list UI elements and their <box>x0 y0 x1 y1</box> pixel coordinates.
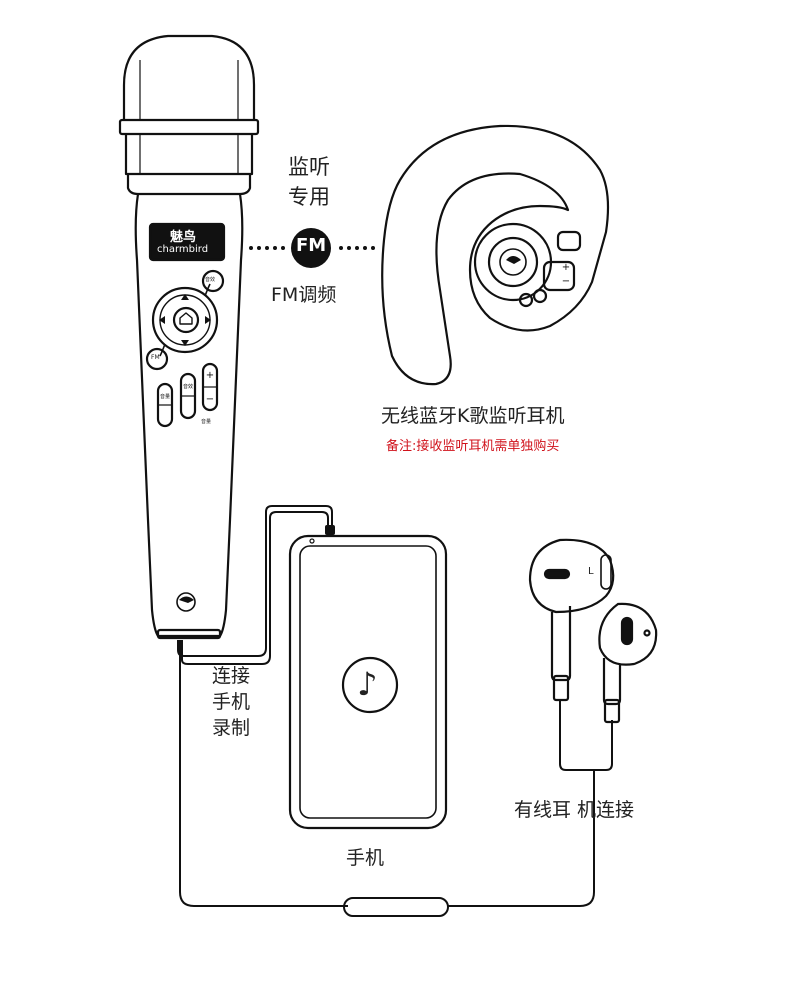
fm-badge <box>291 228 331 268</box>
mic-effect-button <box>201 269 225 293</box>
bt-earphone-title: 无线蓝牙K歌监听耳机 <box>381 405 565 427</box>
mic-effect-glyph: 音效 <box>205 277 216 283</box>
phone-connect-line2: 手机 <box>212 691 251 713</box>
wired-earphones <box>528 538 658 724</box>
phone-connect-line3: 录制 <box>212 717 251 739</box>
svg-text:−: − <box>562 276 570 287</box>
fm-badge-text: FM <box>296 235 327 256</box>
bt-earphone-note: 备注:接收监听耳机需单独购买 <box>386 439 560 454</box>
bt-call-button <box>518 292 534 308</box>
monitor-label-line1: 监听 <box>288 155 330 179</box>
cable-splitter <box>343 897 449 917</box>
music-note-icon: ♪ <box>357 665 378 703</box>
mic-fm-glyph: FM <box>151 354 160 361</box>
svg-text:−: − <box>206 394 214 405</box>
wired-left-marker: L <box>588 566 594 577</box>
wired-right-speaker <box>620 616 634 646</box>
mic-grille <box>122 34 256 120</box>
svg-text:+: + <box>206 370 214 381</box>
mic-display <box>148 222 226 262</box>
music-app-icon <box>341 656 399 714</box>
phone-device <box>288 534 448 830</box>
fm-tuning-label: FM调频 <box>271 284 337 306</box>
mic-key-mid-glyph: 音效 <box>183 383 193 390</box>
mic-key-right-glyph: 音量 <box>201 419 212 425</box>
mic-key-left-glyph: 音量 <box>160 393 170 400</box>
mic-ring <box>118 118 260 136</box>
mic-body <box>134 193 244 638</box>
mic-brand-cn: 魅鸟 <box>170 230 197 245</box>
phone-connect-line1: 连接 <box>212 665 251 687</box>
microphone <box>118 34 260 640</box>
bluetooth-earphone <box>381 124 610 386</box>
mic-dpad <box>151 286 219 354</box>
svg-text:+: + <box>562 262 570 273</box>
wired-earphone-label: 有线耳 机连接 <box>514 799 635 821</box>
phone-label: 手机 <box>346 847 385 869</box>
bt-plus-minus <box>542 260 576 292</box>
fm-link <box>249 228 375 268</box>
mic-bird-logo <box>176 592 196 612</box>
cables <box>177 505 613 917</box>
mic-fm-button <box>145 347 169 371</box>
bt-power-button <box>556 230 582 252</box>
mic-brand-en: charmbird <box>157 244 209 255</box>
wired-left-speaker <box>543 568 571 580</box>
mic-home-button <box>172 306 200 334</box>
monitor-label-line2: 专用 <box>288 185 330 209</box>
